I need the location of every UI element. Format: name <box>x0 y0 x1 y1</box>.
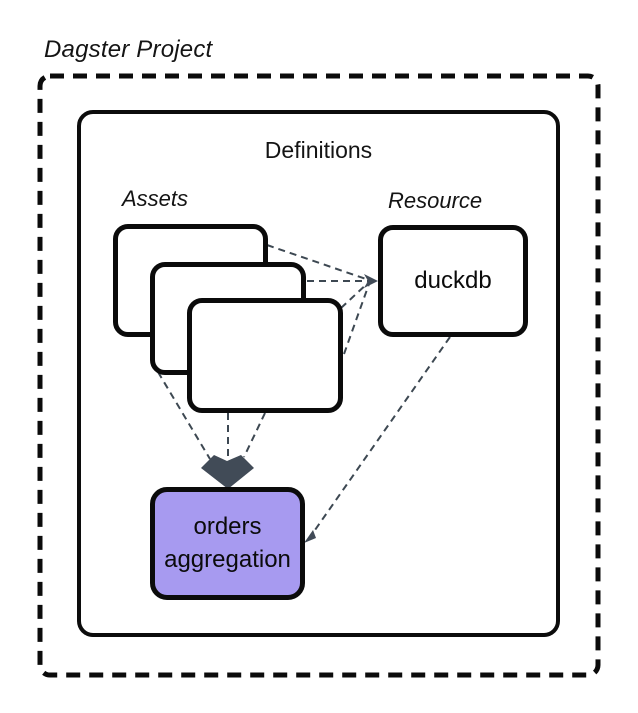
duckdb-node: duckdb <box>378 225 528 337</box>
asset-card-3 <box>187 298 343 413</box>
resource-label: Resource <box>388 188 483 213</box>
orders-aggregation-label: orders aggregation <box>164 513 291 573</box>
duckdb-node-label: duckdb <box>414 267 492 294</box>
orders-aggregation-node: orders aggregation <box>150 487 305 600</box>
assets-label: Assets <box>122 186 189 211</box>
definitions-label: Definitions <box>264 137 373 163</box>
project-title: Dagster Project <box>44 36 213 63</box>
